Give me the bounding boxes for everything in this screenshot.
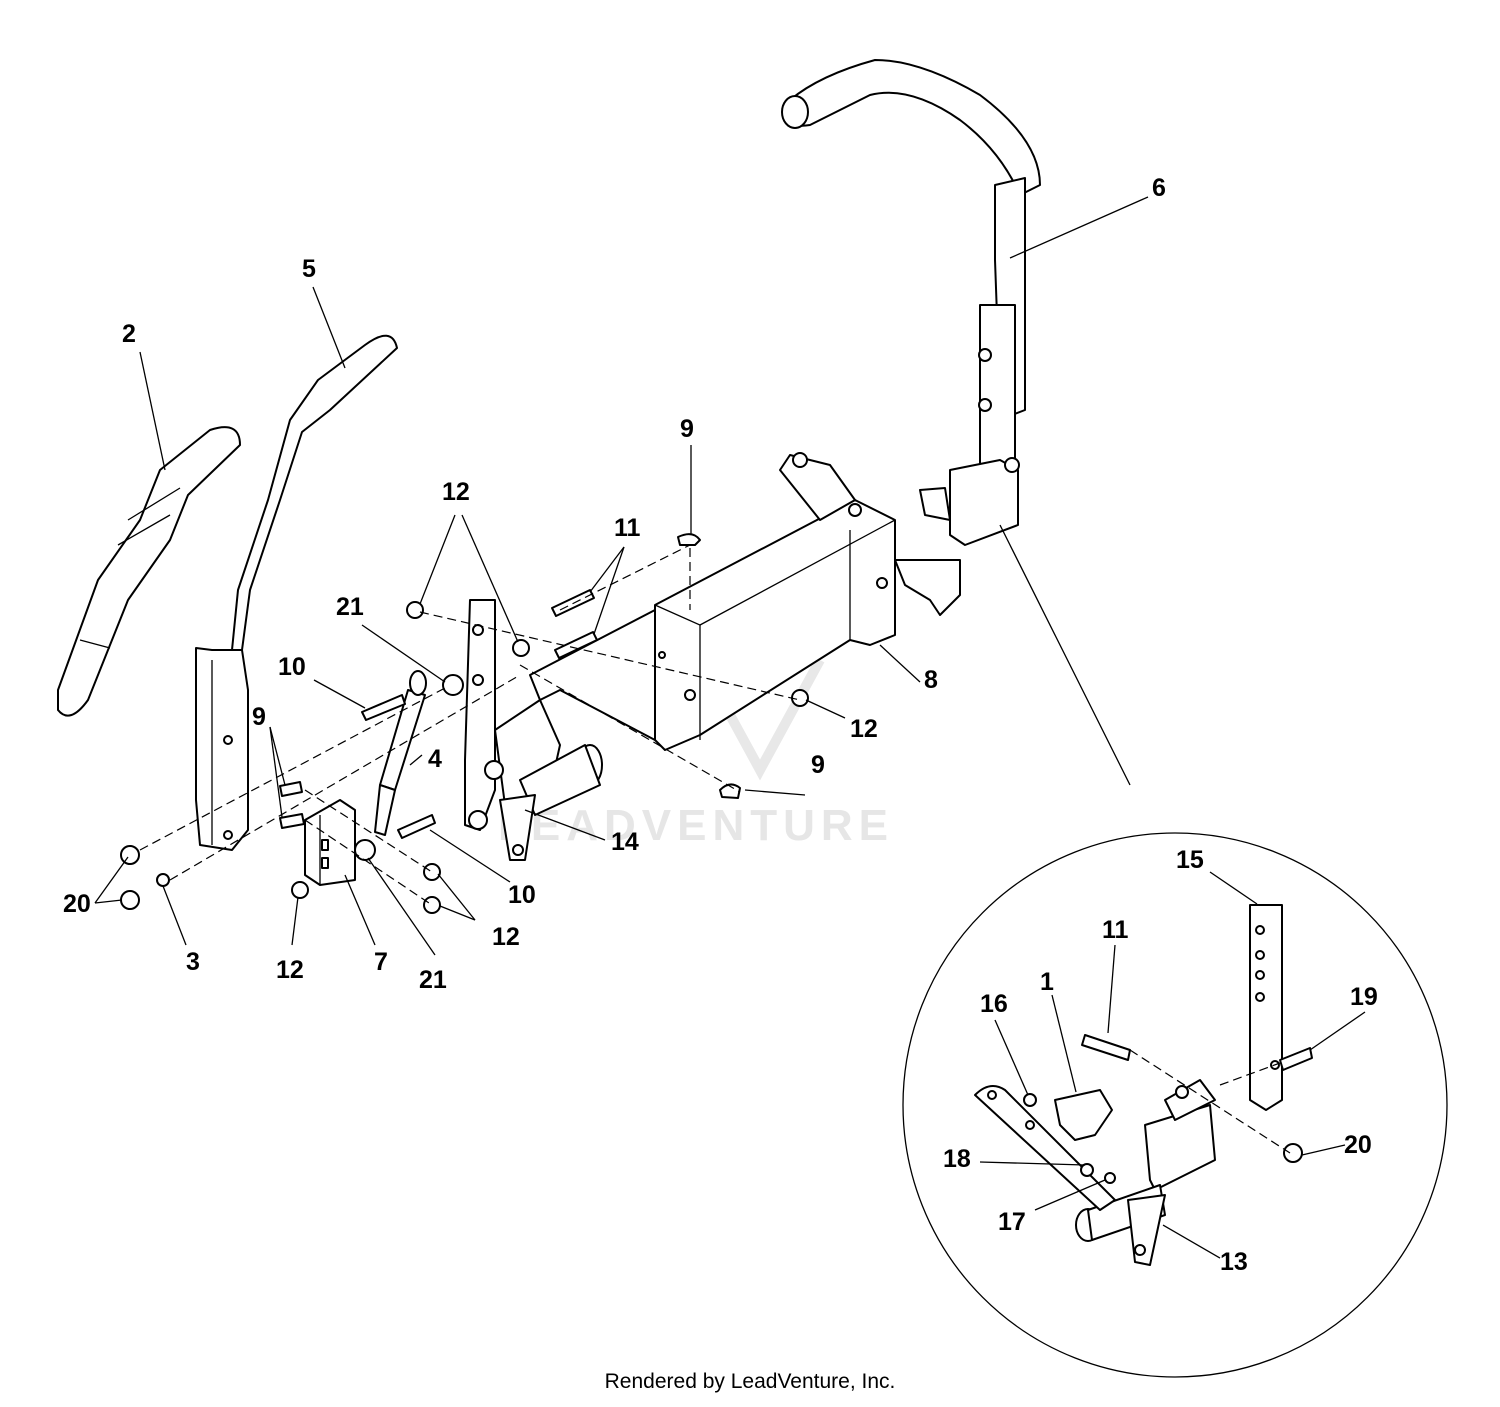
callout-7: 7 [374, 948, 388, 976]
callout-12-lower-left: 12 [276, 956, 304, 984]
callout-5: 5 [302, 255, 316, 283]
callout-18: 18 [943, 1145, 971, 1173]
leader-lines [94, 196, 1366, 1259]
callout-2: 2 [122, 320, 136, 348]
callout-14: 14 [611, 828, 639, 856]
callout-12-right: 12 [850, 715, 878, 743]
part-4-damper [374, 670, 427, 836]
callout-1: 1 [1040, 968, 1054, 996]
callout-4: 4 [428, 745, 442, 773]
detail-view [902, 524, 1448, 1378]
callout-10-lower: 10 [508, 881, 536, 909]
callout-9-right: 9 [811, 751, 825, 779]
callout-10-left: 10 [278, 653, 306, 681]
watermark-text: LEADVENTURE [498, 801, 894, 850]
callout-19: 19 [1350, 983, 1378, 1011]
callout-9-left: 9 [252, 703, 266, 731]
callout-20-detail: 20 [1344, 1131, 1372, 1159]
part-2-handle [57, 426, 241, 717]
callout-12-lower-right: 12 [492, 923, 520, 951]
callout-13: 13 [1220, 1248, 1248, 1276]
callout-labels: 2 5 6 9 12 11 21 10 8 12 9 4 9 14 10 20 … [63, 174, 1378, 1276]
callout-12-top: 12 [442, 478, 470, 506]
callout-17: 17 [998, 1208, 1026, 1236]
callout-21-upper: 21 [336, 593, 364, 621]
part-14-pivot [464, 599, 603, 861]
callout-8: 8 [924, 666, 938, 694]
callout-16: 16 [980, 990, 1008, 1018]
callout-3: 3 [186, 948, 200, 976]
callout-6: 6 [1152, 174, 1166, 202]
part-8-frame [529, 452, 961, 751]
callout-21-lower: 21 [419, 966, 447, 994]
footer-credit: Rendered by LeadVenture, Inc. [604, 1370, 896, 1393]
callout-20-left: 20 [63, 890, 91, 918]
callout-11-top: 11 [614, 514, 641, 542]
callout-11-detail: 11 [1102, 916, 1129, 944]
part-5-control-arm [195, 334, 398, 851]
assembly-lines [139, 544, 801, 906]
callout-9-upper: 9 [680, 415, 694, 443]
callout-15: 15 [1176, 846, 1204, 874]
part-6-control-arm [781, 59, 1041, 546]
part-7-bracket [304, 799, 356, 886]
